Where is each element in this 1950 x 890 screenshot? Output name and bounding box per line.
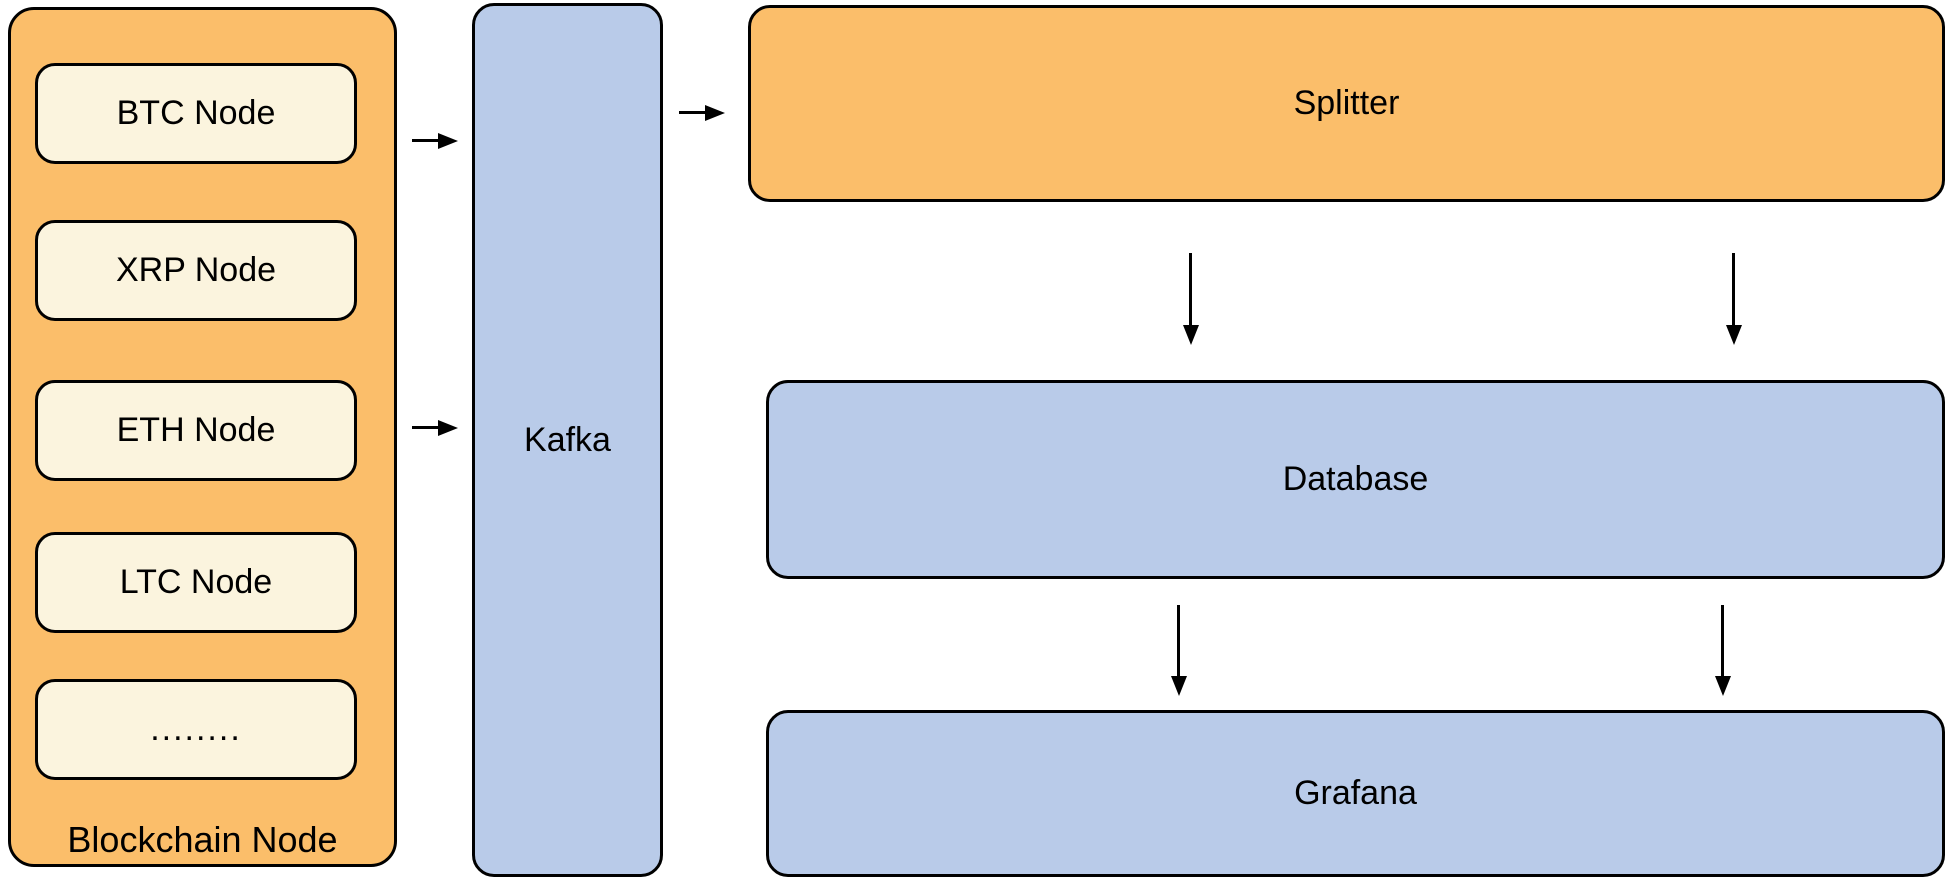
xrp-node-box: XRP Node — [35, 220, 357, 321]
arrow-shaft — [412, 426, 442, 429]
arrow-splitter-to-database-left — [1183, 253, 1199, 345]
arrow-head-icon — [438, 420, 458, 436]
arrow-head-icon — [1183, 325, 1199, 345]
arrow-shaft — [1189, 253, 1192, 329]
splitter-box: Splitter — [748, 5, 1945, 202]
arrow-head-icon — [1715, 676, 1731, 696]
arrow-shaft — [412, 139, 442, 142]
arrow-database-to-grafana-left — [1171, 605, 1187, 696]
arrow-database-to-grafana-right — [1715, 605, 1731, 696]
xrp-node-label: XRP Node — [115, 251, 277, 289]
more-nodes-label: ........ — [150, 710, 242, 748]
arrow-head-icon — [1171, 676, 1187, 696]
arrow-shaft — [679, 111, 709, 114]
arrow-blockchain-to-kafka-bottom — [412, 420, 458, 436]
eth-node-box: ETH Node — [35, 380, 357, 481]
btc-node-box: BTC Node — [35, 63, 357, 164]
grafana-label: Grafana — [1294, 774, 1417, 812]
arrow-kafka-to-splitter — [679, 105, 725, 121]
splitter-label: Splitter — [1293, 84, 1400, 122]
arrow-shaft — [1732, 253, 1735, 329]
kafka-label: Kafka — [524, 420, 611, 459]
more-nodes-box: ........ — [35, 679, 357, 780]
grafana-box: Grafana — [766, 710, 1945, 877]
arrow-splitter-to-database-right — [1726, 253, 1742, 345]
arrow-shaft — [1721, 605, 1724, 680]
eth-node-label: ETH Node — [116, 411, 276, 449]
blockchain-node-group: BTC Node XRP Node ETH Node LTC Node ....… — [8, 7, 397, 867]
ltc-node-label: LTC Node — [119, 563, 273, 601]
arrow-blockchain-to-kafka-top — [412, 133, 458, 149]
arrow-head-icon — [438, 133, 458, 149]
ltc-node-box: LTC Node — [35, 532, 357, 633]
database-box: Database — [766, 380, 1945, 579]
arrow-head-icon — [705, 105, 725, 121]
kafka-box: Kafka — [472, 3, 663, 877]
database-label: Database — [1282, 460, 1429, 498]
arrow-head-icon — [1726, 325, 1742, 345]
arrow-shaft — [1177, 605, 1180, 680]
blockchain-group-label: Blockchain Node — [67, 819, 338, 860]
btc-node-label: BTC Node — [116, 94, 276, 132]
